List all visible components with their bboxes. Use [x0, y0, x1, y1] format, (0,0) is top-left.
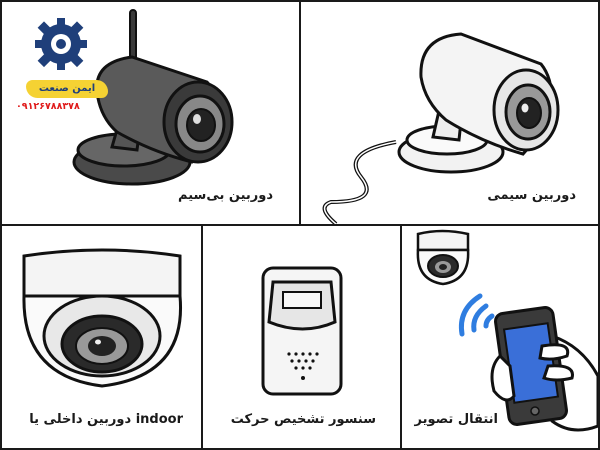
image-transmission-illustration	[416, 229, 598, 432]
company-logo: ایمن صنعت ۰۹۱۲۶۷۸۸۳۷۸	[8, 14, 116, 112]
panel-motion-sensor: سنسور تشخیص حرکت	[201, 224, 402, 450]
brand-name: ایمن صنعت	[26, 80, 108, 98]
panel-image-transmission: انتقال تصویر	[400, 224, 600, 450]
caption-indoor-camera: دوربین داخلی یا indoor	[29, 412, 183, 427]
caption-image-transmission: انتقال تصویر	[414, 412, 499, 427]
caption-motion-sensor: سنسور تشخیص حرکت	[230, 412, 376, 427]
indoor-camera-illustration	[22, 248, 183, 388]
panel-wired-camera: دوربین سیمی	[299, 0, 600, 226]
panel-indoor-camera: دوربین داخلی یا indoor	[0, 224, 203, 450]
wired-camera-illustration	[322, 32, 560, 224]
wireless-camera-illustration	[72, 9, 234, 186]
caption-wireless-camera: دوربین بی‌سیم	[178, 188, 273, 203]
caption-wired-camera: دوربین سیمی	[487, 188, 576, 203]
phone-number: ۰۹۱۲۶۷۸۸۳۷۸	[16, 101, 80, 112]
motion-sensor-illustration	[261, 266, 343, 396]
panel-wireless-camera: ایمن صنعت ۰۹۱۲۶۷۸۸۳۷۸ دوربین بی‌سیم	[0, 0, 301, 226]
gear-icon	[35, 18, 87, 70]
